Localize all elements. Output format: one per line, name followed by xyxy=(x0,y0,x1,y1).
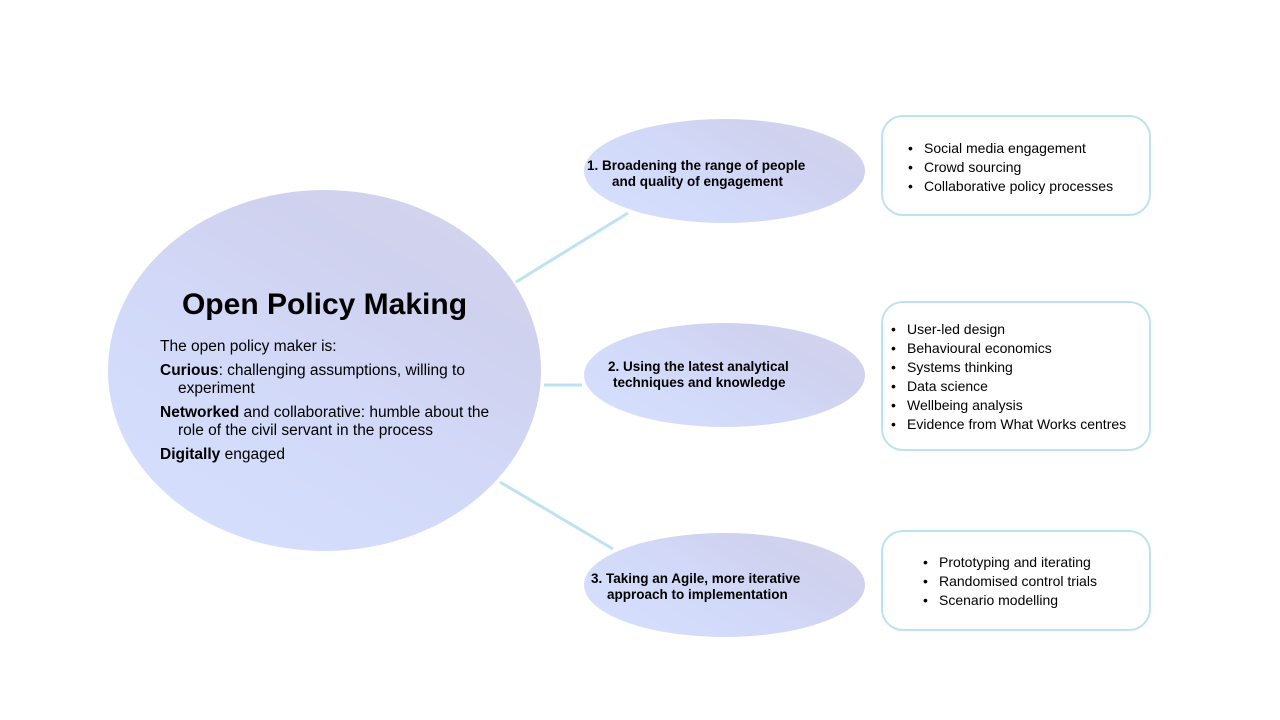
list-item: Randomised control trials xyxy=(923,572,1097,591)
trait-text: engaged xyxy=(220,446,285,463)
trait-networked: Networked and collaborative: humble abou… xyxy=(160,404,520,440)
list-item: Collaborative policy processes xyxy=(908,177,1113,196)
list-item: Wellbeing analysis xyxy=(891,396,1126,415)
branch-box-3: Prototyping and iterating Randomised con… xyxy=(881,530,1151,631)
list-item: Data science xyxy=(891,377,1126,396)
list-item: Evidence from What Works centres xyxy=(891,415,1126,434)
branch-label-2: 2. Using the latest analytical technique… xyxy=(608,359,789,391)
connector-1 xyxy=(515,211,629,284)
trait-text-cont: experiment xyxy=(178,380,255,397)
branch-label-line: 2. Using the latest analytical xyxy=(608,359,789,374)
intro-text: The open policy maker is: xyxy=(160,338,337,355)
main-title: Open Policy Making xyxy=(181,288,468,321)
branch-label-line: 3. Taking an Agile, more iterative xyxy=(591,571,801,586)
trait-curious: Curious: challenging assumptions, willin… xyxy=(160,362,520,398)
list-item: Prototyping and iterating xyxy=(923,553,1097,572)
list-item: Crowd sourcing xyxy=(908,158,1113,177)
branch-ellipse-3: 3. Taking an Agile, more iterative appro… xyxy=(584,533,865,637)
central-ellipse: Open Policy Making The open policy maker… xyxy=(108,190,541,551)
bullet-list: User-led design Behavioural economics Sy… xyxy=(891,320,1126,434)
branch-label-line: techniques and knowledge xyxy=(613,375,786,390)
branch-label-3: 3. Taking an Agile, more iterative appro… xyxy=(591,571,800,603)
connector-3 xyxy=(499,480,614,551)
trait-digitally: Digitally engaged xyxy=(160,446,520,464)
list-item: Scenario modelling xyxy=(923,591,1097,610)
branch-ellipse-1: 1. Broadening the range of people and qu… xyxy=(584,119,865,223)
branch-label-line: 1. Broadening the range of people xyxy=(587,158,806,173)
list-item: Social media engagement xyxy=(908,139,1113,158)
list-item: User-led design xyxy=(891,320,1126,339)
list-item: Behavioural economics xyxy=(891,339,1126,358)
branch-label-line: and quality of engagement xyxy=(612,174,784,189)
branch-label-line: approach to implementation xyxy=(607,587,788,602)
bullet-list: Prototyping and iterating Randomised con… xyxy=(923,553,1097,610)
trait-text: : challenging assumptions, willing to xyxy=(218,362,465,379)
list-item: Systems thinking xyxy=(891,358,1126,377)
branch-box-1: Social media engagement Crowd sourcing C… xyxy=(881,115,1151,216)
main-description: The open policy maker is: Curious: chall… xyxy=(160,338,520,470)
trait-label: Networked xyxy=(160,404,240,421)
trait-text: and collaborative: humble about the xyxy=(239,404,490,421)
bullet-list: Social media engagement Crowd sourcing C… xyxy=(908,139,1113,196)
branch-label-1: 1. Broadening the range of people and qu… xyxy=(587,158,805,190)
branch-box-2: User-led design Behavioural economics Sy… xyxy=(881,301,1151,451)
trait-text-cont: role of the civil servant in the process xyxy=(178,422,434,439)
trait-label: Curious xyxy=(160,362,219,379)
trait-label: Digitally xyxy=(160,446,221,463)
branch-ellipse-2: 2. Using the latest analytical technique… xyxy=(584,323,865,427)
